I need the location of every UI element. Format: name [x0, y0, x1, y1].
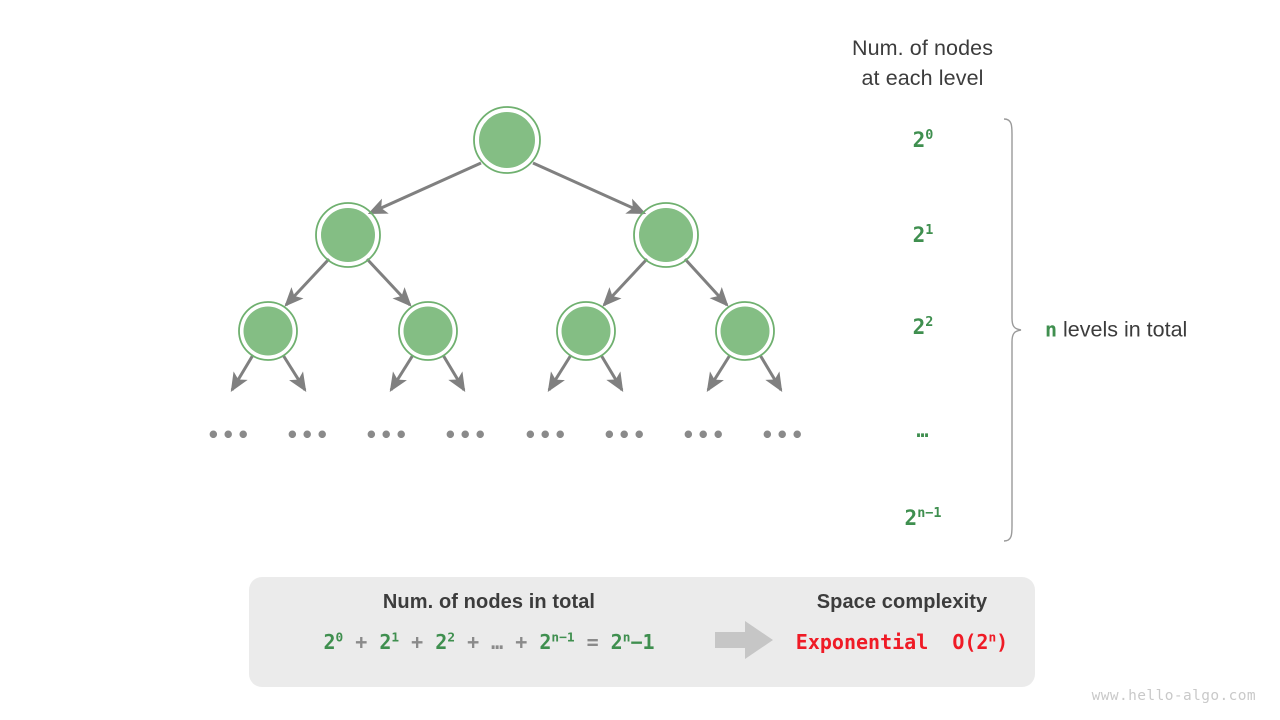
level-label-2-exp: 2	[925, 315, 934, 330]
leaf-ellipsis-glyph: •••	[364, 423, 410, 447]
leaf-ellipsis-glyph: •••	[206, 423, 252, 447]
level-label-2: 22	[838, 315, 1008, 339]
right-arrow-icon	[715, 621, 773, 659]
level-label-0-exp: 0	[925, 128, 934, 143]
complexity-notation: O(2n)	[940, 630, 1009, 654]
tree-node	[238, 301, 298, 361]
summary-formula: 20 + 21 + 22 + … + 2n−1 = 2n−1	[269, 630, 709, 654]
complexity-label: Exponential	[795, 630, 929, 654]
leaf-ellipsis: •••	[682, 423, 727, 447]
tree-edges	[230, 161, 783, 393]
leaf-ellipsis-glyph: •••	[285, 423, 331, 447]
leaf-ellipsis: •••	[761, 423, 806, 447]
formula-term-pow1: 21	[379, 630, 400, 654]
leaf-ellipsis: •••	[365, 423, 410, 447]
formula-op-plus: +	[411, 630, 424, 654]
leaf-ellipsis-glyph: •••	[602, 423, 648, 447]
column-header-line1: Num. of nodes	[851, 36, 994, 60]
leaf-ellipsis-glyph: •••	[760, 423, 806, 447]
tree-node	[398, 301, 458, 361]
tree-node	[633, 202, 699, 268]
level-label-0: 20	[838, 128, 1008, 152]
level-label-1-base: 2	[912, 223, 926, 247]
formula-op-plus: +	[467, 630, 480, 654]
formula-op-equals: =	[586, 630, 599, 654]
tree-nodes	[238, 106, 775, 361]
leaf-ellipsis-glyph: •••	[523, 423, 569, 447]
level-label-1-exp: 1	[925, 223, 934, 238]
summary-left-title: Num. of nodes in total	[382, 591, 596, 613]
tree-node	[556, 301, 616, 361]
formula-op-plus: +	[355, 630, 368, 654]
formula-ellipsis: …	[491, 630, 504, 654]
leaf-ellipsis: •••	[286, 423, 331, 447]
formula-op-plus: +	[515, 630, 528, 654]
leaf-ellipsis: •••	[207, 423, 252, 447]
summary-left-block: Num. of nodes in total 20 + 21 + 22 + … …	[269, 591, 709, 654]
watermark: www.hello-algo.com	[1091, 688, 1256, 704]
level-label-ellipsis: …	[838, 418, 1008, 442]
level-label-last-base: 2	[904, 506, 918, 530]
tree-node	[561, 306, 611, 356]
level-label-2-base: 2	[912, 315, 926, 339]
level-label-last-exp: n−1	[917, 506, 942, 521]
tree-node	[473, 106, 541, 174]
tree-node	[243, 306, 293, 356]
formula-term-pow0: 20	[323, 630, 344, 654]
column-header: Num. of nodes at each level	[790, 33, 1055, 93]
level-label-1: 21	[838, 223, 1008, 247]
leaf-ellipsis-glyph: •••	[443, 423, 489, 447]
tree-node	[715, 301, 775, 361]
summary-right-block: Space complexity Exponential O(2n)	[789, 591, 1015, 654]
levels-variable: n	[1045, 317, 1058, 342]
leaf-ellipsis: •••	[524, 423, 569, 447]
complexity-value: Exponential O(2n)	[789, 630, 1015, 654]
tree-node	[321, 208, 375, 262]
levels-note-text: levels in total	[1063, 317, 1188, 342]
level-label-ellipsis-base: …	[916, 418, 930, 442]
leaf-ellipsis: •••	[444, 423, 489, 447]
formula-term-pow2: 22	[435, 630, 456, 654]
level-label-last: 2n−1	[838, 506, 1008, 530]
level-label-0-base: 2	[912, 128, 926, 152]
column-header-line2: at each level	[861, 66, 984, 90]
formula-term-pow-n-1: 2n−1	[539, 630, 575, 654]
tree-node	[479, 112, 535, 168]
leaf-ellipsis-glyph: •••	[681, 423, 727, 447]
summary-panel: Num. of nodes in total 20 + 21 + 22 + … …	[249, 577, 1035, 687]
tree-node	[639, 208, 693, 262]
tree-node	[315, 202, 381, 268]
leaf-ellipsis: •••	[603, 423, 648, 447]
tree-node	[720, 306, 770, 356]
tree-node	[403, 306, 453, 356]
formula-result: 2n−1	[610, 630, 655, 654]
summary-right-title: Space complexity	[816, 591, 988, 613]
levels-in-total-note: n levels in total	[1045, 318, 1187, 343]
